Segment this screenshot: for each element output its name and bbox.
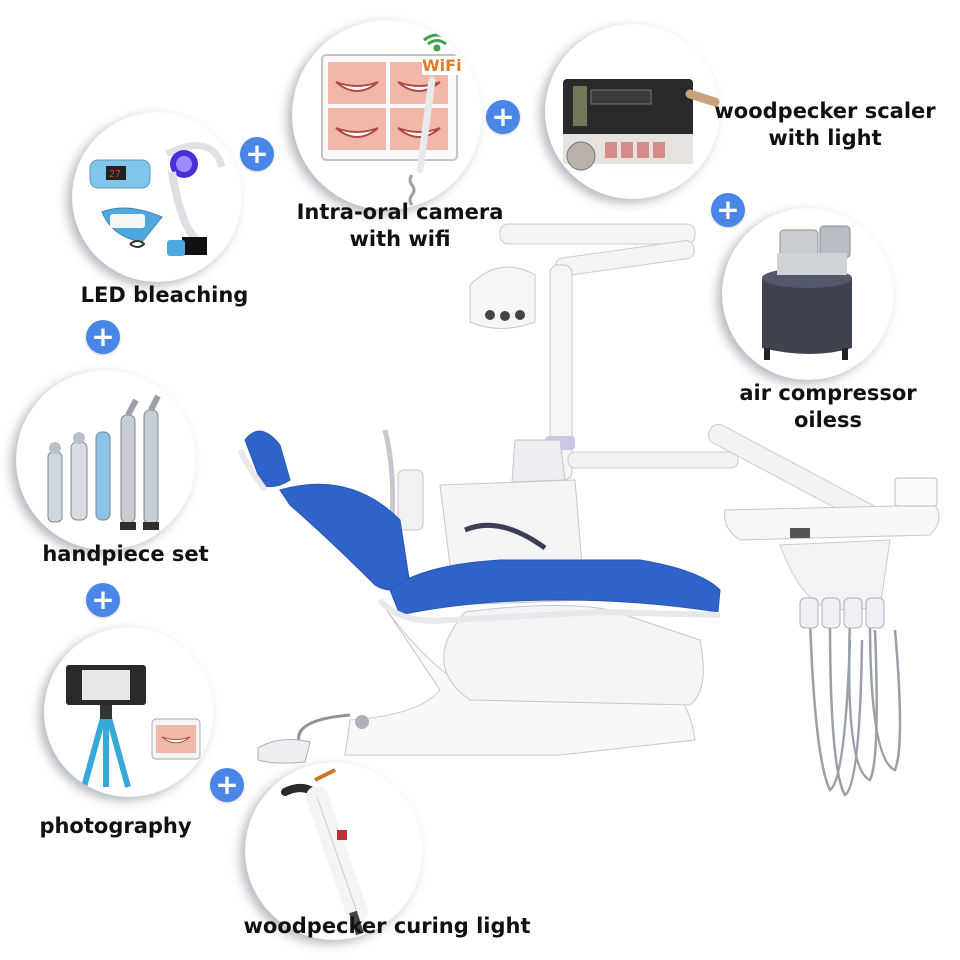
plus-icon: +: [210, 768, 244, 802]
plus-icon: +: [86, 320, 120, 354]
photography-image: [66, 665, 201, 788]
handpiece-image: [47, 394, 161, 530]
svg-text:27: 27: [109, 169, 121, 180]
photography-label-text: photography: [39, 814, 192, 838]
scaler-image: [563, 79, 720, 171]
scaler-label-line1: woodpecker scaler: [714, 99, 936, 123]
photography-label: photography: [33, 813, 198, 840]
handpiece-label: handpiece set: [33, 541, 218, 568]
wifi-icon: [423, 33, 451, 52]
intra-oral-camera-circle: WiFi: [292, 20, 482, 210]
seat: [389, 559, 721, 616]
curing-label: woodpecker curing light: [232, 913, 542, 940]
scaler-label: woodpecker scaler with light: [705, 98, 945, 152]
camera-label-line1: Intra-oral camera: [296, 200, 504, 224]
camera-label-line2: with wifi: [349, 227, 451, 251]
handpiece-label-text: handpiece set: [42, 542, 209, 566]
compressor-label: air compressor oiless: [728, 380, 928, 434]
curing-label-text: woodpecker curing light: [243, 914, 531, 938]
handpiece-circle: [16, 370, 196, 550]
air-compressor-image: [762, 225, 852, 360]
air-compressor-circle: [722, 208, 894, 380]
led-bleaching-image: 27: [89, 142, 226, 256]
handpiece-hoses: [808, 619, 902, 797]
curing-light-image: [281, 768, 368, 936]
bleaching-label: LED bleaching: [72, 282, 257, 309]
wifi-badge: WiFi: [422, 56, 462, 75]
intra-oral-camera-image: [321, 33, 458, 206]
instrument-tray: [724, 504, 940, 541]
compressor-label-line2: oiless: [793, 408, 863, 432]
chair-base: [344, 599, 696, 756]
plus-icon: +: [86, 583, 120, 617]
camera-label: Intra-oral camera with wifi: [290, 199, 510, 253]
compressor-label-line1: air compressor: [739, 381, 917, 405]
light-arm: [499, 223, 696, 245]
plus-icon: +: [486, 100, 520, 134]
led-bleaching-circle: 27: [72, 112, 242, 282]
headrest: [244, 430, 291, 488]
plus-icon: +: [711, 193, 745, 227]
plus-icon: +: [240, 137, 274, 171]
photography-circle: [44, 627, 214, 797]
curing-light-circle: [245, 762, 423, 940]
bleaching-label-text: LED bleaching: [80, 283, 249, 307]
scaler-circle: [545, 24, 720, 199]
scaler-label-line2: with light: [768, 126, 882, 150]
